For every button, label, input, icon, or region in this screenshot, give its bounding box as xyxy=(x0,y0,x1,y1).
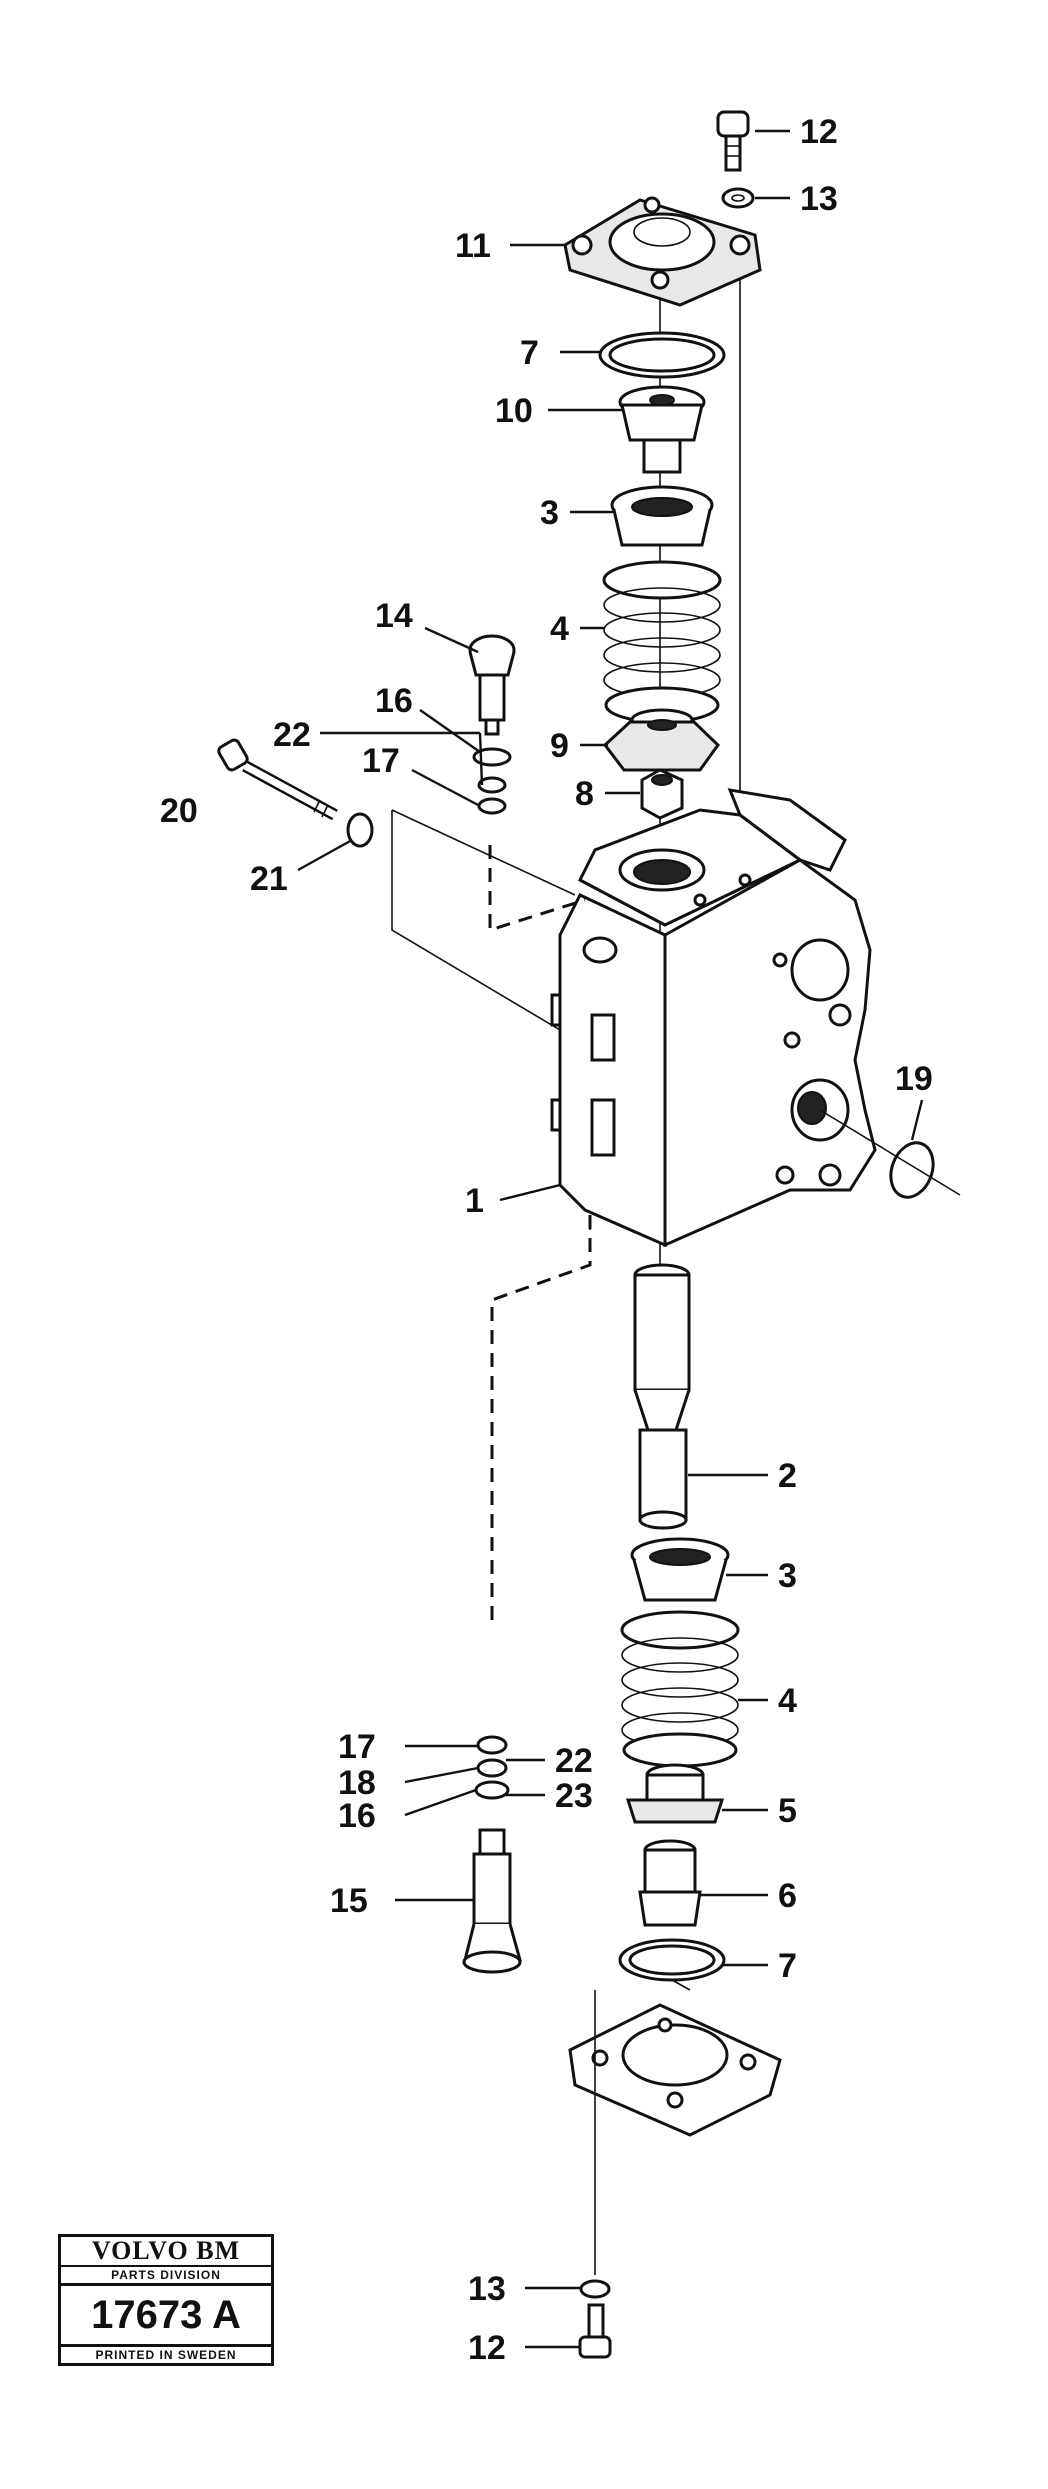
callout-15: 15 xyxy=(330,1882,368,1920)
part-8-nut xyxy=(640,768,684,820)
callout-5: 5 xyxy=(778,1792,797,1830)
part-6-plug-lower xyxy=(638,1839,702,1927)
part-2-spool xyxy=(633,1263,691,1530)
callout-22-top: 22 xyxy=(273,716,311,754)
part-3-spring-seat-lower xyxy=(630,1537,730,1602)
callout-6: 6 xyxy=(778,1877,797,1915)
callout-13-bottom: 13 xyxy=(468,2270,506,2308)
callout-2: 2 xyxy=(778,1457,797,1495)
part-11-cover-plate xyxy=(563,196,762,307)
callout-3-top: 3 xyxy=(540,494,559,532)
callout-11: 11 xyxy=(455,227,491,265)
part-15-pin-lower xyxy=(462,1828,522,1974)
part-5-seat xyxy=(625,1763,725,1824)
part-22-ring xyxy=(477,776,507,794)
callout-10: 10 xyxy=(495,392,533,430)
part-20-bolt xyxy=(217,738,338,821)
part-4-spring-lower xyxy=(620,1610,740,1768)
callout-16-lower: 16 xyxy=(338,1797,376,1835)
callout-16-top: 16 xyxy=(375,682,413,720)
callout-12-bottom: 12 xyxy=(468,2329,506,2367)
callout-14: 14 xyxy=(375,597,413,635)
part-17-ring-lower xyxy=(476,1735,508,1755)
callout-13-top: 13 xyxy=(800,180,838,218)
leader-line xyxy=(391,810,561,1031)
leader-line xyxy=(671,1979,691,1991)
part-17-ring xyxy=(477,797,507,815)
leader-line xyxy=(819,1109,961,1196)
stamp-brand: VOLVO BM xyxy=(61,2237,271,2267)
part-21-washer xyxy=(346,812,374,848)
stamp-illustration-number: 17673 A xyxy=(61,2286,271,2347)
part-14-pin xyxy=(468,634,516,736)
callout-18: 18 xyxy=(338,1764,376,1802)
callout-1: 1 xyxy=(465,1182,484,1220)
callout-20: 20 xyxy=(160,792,198,830)
stamp-printed-in: PRINTED IN SWEDEN xyxy=(95,2348,237,2362)
callout-12-top: 12 xyxy=(800,113,838,151)
part-3-spring-seat-top xyxy=(610,485,714,547)
part-7-o-ring-top-inner xyxy=(608,337,716,373)
callout-22-lower: 22 xyxy=(555,1742,593,1780)
callout-23: 23 xyxy=(555,1777,593,1815)
dashed-leader-line xyxy=(490,1215,592,1620)
part-1-valve-body xyxy=(550,788,877,1248)
callout-4-top: 4 xyxy=(550,610,569,648)
part-13-washer-hole xyxy=(731,194,745,202)
part-16-ring-lower xyxy=(474,1780,510,1800)
callout-7-lower: 7 xyxy=(778,1947,797,1985)
part-12-screw-top xyxy=(716,110,750,172)
callout-4-lower: 4 xyxy=(778,1682,797,1720)
part-13-washer-bottom xyxy=(579,2279,611,2299)
part-16-ring xyxy=(472,747,512,767)
parts-division-stamp: VOLVO BM PARTS DIVISION 17673 A PRINTED … xyxy=(58,2234,274,2366)
callout-21: 21 xyxy=(250,860,288,898)
dashed-leader-line xyxy=(488,845,586,933)
part-13-washer-top xyxy=(721,187,755,209)
leader-line xyxy=(391,809,576,896)
callout-3-lower: 3 xyxy=(778,1557,797,1595)
part-9-spring-seat xyxy=(602,708,720,772)
callout-leaders xyxy=(297,129,924,2349)
part-18-ring xyxy=(476,1758,508,1778)
stamp-division: PARTS DIVISION xyxy=(61,2267,271,2286)
callout-17-lower: 17 xyxy=(338,1728,376,1766)
part-4-spring-top xyxy=(602,560,722,724)
bottom-cover-plate xyxy=(568,2003,782,2137)
callout-19: 19 xyxy=(895,1060,933,1098)
callout-17-top: 17 xyxy=(362,742,400,780)
part-12-screw-bottom xyxy=(578,2303,612,2359)
part-7-o-ring-lower-inner xyxy=(628,1944,716,1976)
callout-8: 8 xyxy=(575,775,594,813)
part-10-plug xyxy=(618,385,706,474)
callout-9: 9 xyxy=(550,727,569,765)
callout-7-top: 7 xyxy=(520,334,539,372)
part-19-o-ring xyxy=(889,1141,935,1199)
